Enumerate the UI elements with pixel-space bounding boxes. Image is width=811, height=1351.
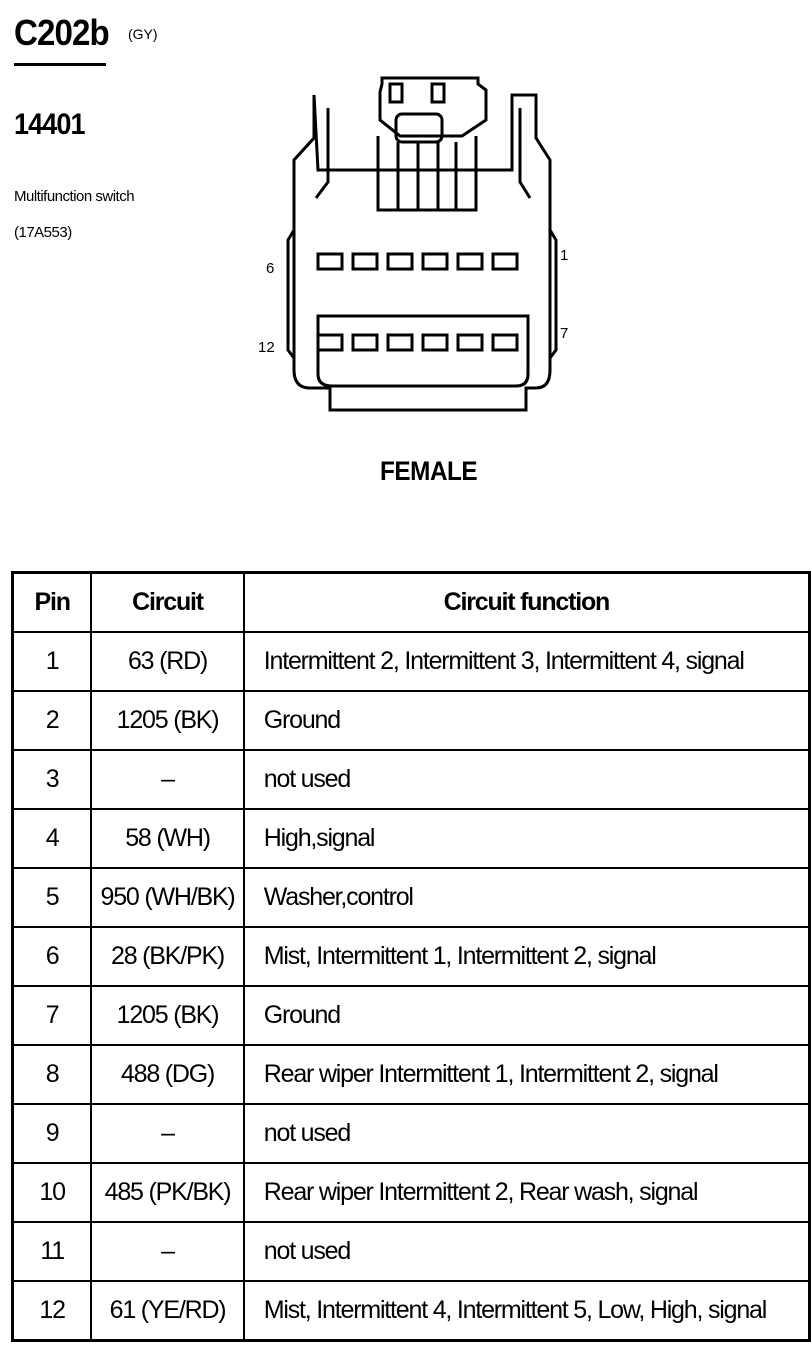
pin-row-top <box>316 252 519 271</box>
circuit-cell: – <box>90 749 245 810</box>
circuit-function-cell: High,signal <box>242 808 811 869</box>
circuit-cell: – <box>90 1103 245 1164</box>
pin-row-bottom <box>316 333 519 352</box>
pin-cell: 12 <box>11 1280 93 1342</box>
circuit-cell: 950 (WH/BK) <box>90 867 245 928</box>
title-underline <box>14 63 106 66</box>
header-pin: Pin <box>11 571 93 633</box>
pin-cell: 7 <box>11 985 93 1046</box>
pin-label-12: 12 <box>258 339 275 356</box>
circuit-function-cell: not used <box>242 1221 811 1282</box>
pin-cell: 1 <box>11 631 93 692</box>
circuit-function-cell: not used <box>242 1103 811 1164</box>
pin-cavity-9 <box>421 333 449 352</box>
pin-cavity-3 <box>421 252 449 271</box>
component-name: Multifunction switch <box>14 188 135 205</box>
circuit-cell: 63 (RD) <box>90 631 245 692</box>
component-code: (17A553) <box>14 224 72 241</box>
pin-cell: 11 <box>11 1221 93 1282</box>
circuit-cell: 1205 (BK) <box>90 690 245 751</box>
pin-label-7: 7 <box>560 325 568 342</box>
connector-latch <box>378 76 488 138</box>
circuit-cell: 485 (PK/BK) <box>90 1162 245 1223</box>
pin-cell: 2 <box>11 690 93 751</box>
pin-cell: 4 <box>11 808 93 869</box>
pin-cavity-11 <box>351 333 379 352</box>
connector-gender-label: FEMALE <box>380 456 478 486</box>
circuit-cell: 1205 (BK) <box>90 985 245 1046</box>
pin-cavity-5 <box>351 252 379 271</box>
latch-tab <box>394 112 444 144</box>
circuit-function-cell: Mist, Intermittent 4, Intermittent 5, Lo… <box>242 1280 811 1342</box>
circuit-cell: 58 (WH) <box>90 808 245 869</box>
circuit-function-cell: Ground <box>242 985 811 1046</box>
pin-cell: 5 <box>11 867 93 928</box>
part-number: 14401 <box>14 108 85 141</box>
connector-housing <box>292 93 552 412</box>
pin-cavity-2 <box>456 252 484 271</box>
latch-slot-right <box>430 82 446 104</box>
circuit-cell: 28 (BK/PK) <box>90 926 245 987</box>
circuit-function-cell: Intermittent 2, Intermittent 3, Intermit… <box>242 631 811 692</box>
pin-label-1: 1 <box>560 247 568 264</box>
circuit-function-cell: Rear wiper Intermittent 2, Rear wash, si… <box>242 1162 811 1223</box>
circuit-function-cell: Ground <box>242 690 811 751</box>
pin-cavity-8 <box>456 333 484 352</box>
pin-cavity-4 <box>386 252 414 271</box>
circuit-cell: – <box>90 1221 245 1282</box>
pin-cavity-1 <box>491 252 519 271</box>
pin-cell: 10 <box>11 1162 93 1223</box>
pin-cavity-12 <box>316 333 344 352</box>
pin-label-6: 6 <box>266 260 274 277</box>
circuit-function-cell: Washer,control <box>242 867 811 928</box>
pin-cavity-6 <box>316 252 344 271</box>
latch-slot-left <box>388 82 404 104</box>
table-row: 11–not used <box>11 1221 811 1282</box>
table-row: 9–not used <box>11 1103 811 1164</box>
circuit-cell: 61 (YE/RD) <box>90 1280 245 1342</box>
circuit-cell: 488 (DG) <box>90 1044 245 1105</box>
pin-cavity-10 <box>386 333 414 352</box>
connector-face-diagram: 6 1 12 7 <box>258 76 568 412</box>
table-row: 3–not used <box>11 749 811 810</box>
pin-cell: 6 <box>11 926 93 987</box>
connector-id: C202b <box>14 12 110 53</box>
circuit-function-cell: Mist, Intermittent 1, Intermittent 2, si… <box>242 926 811 987</box>
circuit-function-cell: Rear wiper Intermittent 1, Intermittent … <box>242 1044 811 1105</box>
circuit-function-cell: not used <box>242 749 811 810</box>
pin-cell: 8 <box>11 1044 93 1105</box>
connector-color: (GY) <box>128 26 158 42</box>
header-circuit: Circuit <box>90 571 245 633</box>
pin-cell: 9 <box>11 1103 93 1164</box>
header-circuit-function: Circuit function <box>242 571 811 633</box>
table-header-row: Pin Circuit Circuit function <box>11 571 811 633</box>
pin-cell: 3 <box>11 749 93 810</box>
pin-cavity-7 <box>491 333 519 352</box>
